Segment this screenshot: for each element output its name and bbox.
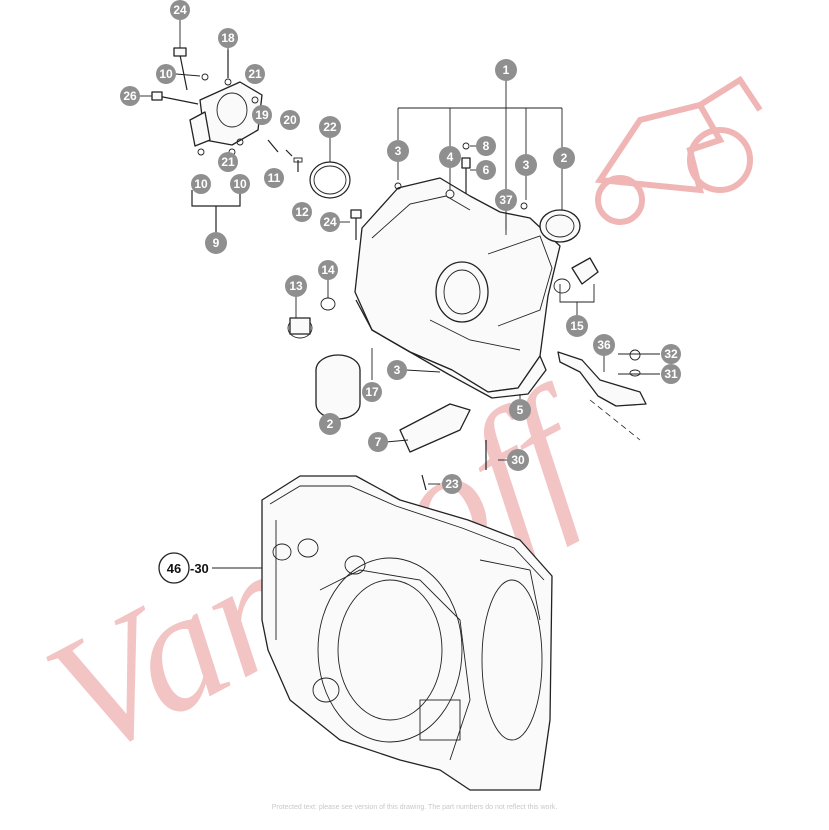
callout-21-bottom: 21 xyxy=(218,152,238,172)
callout-24-mid: 24 xyxy=(320,212,340,232)
svg-text:31: 31 xyxy=(664,367,678,381)
callout-18: 18 xyxy=(218,28,238,48)
callout-10-top: 10 xyxy=(156,64,176,84)
callout-3-lower: 3 xyxy=(387,360,407,380)
callout-2-bottom: 2 xyxy=(319,413,341,435)
assembly-ref-suffix: -30 xyxy=(190,561,209,576)
callout-30: 30 xyxy=(507,449,529,471)
callout-26: 26 xyxy=(120,86,140,106)
bracket-36 xyxy=(557,349,647,441)
svg-text:2: 2 xyxy=(327,417,334,431)
footer-notice: Protected text: please see version of th… xyxy=(271,804,558,811)
svg-text:3: 3 xyxy=(523,158,530,172)
svg-text:12: 12 xyxy=(295,205,309,219)
svg-text:3: 3 xyxy=(395,144,402,158)
upper-housing xyxy=(287,142,599,491)
svg-text:19: 19 xyxy=(255,108,269,122)
callout-10-right: 10 xyxy=(230,174,250,194)
leader-lines xyxy=(140,20,660,569)
svg-text:1: 1 xyxy=(503,63,510,77)
svg-text:15: 15 xyxy=(570,319,584,333)
callout-12: 12 xyxy=(292,202,312,222)
callout-3-right: 3 xyxy=(515,154,537,176)
svg-text:37: 37 xyxy=(499,193,513,207)
callout-7: 7 xyxy=(368,432,388,452)
svg-text:13: 13 xyxy=(289,279,303,293)
callout-31: 31 xyxy=(661,364,681,384)
callout-bubbles: 1 2 2 3 3 3 4 5 6 7 8 9 10 10 10 10 11 1… xyxy=(120,0,681,494)
callout-37: 37 xyxy=(495,189,517,211)
svg-text:14: 14 xyxy=(321,263,335,277)
svg-text:21: 21 xyxy=(221,155,235,169)
callout-15: 15 xyxy=(566,315,588,337)
transmission-case xyxy=(261,475,553,791)
callout-17: 17 xyxy=(362,382,382,402)
svg-text:26: 26 xyxy=(123,89,137,103)
callout-10-left: 10 xyxy=(191,174,211,194)
svg-text:24: 24 xyxy=(323,215,337,229)
svg-text:23: 23 xyxy=(445,477,459,491)
assembly-reference: 46 -30 xyxy=(158,552,209,584)
svg-text:18: 18 xyxy=(221,31,235,45)
callout-9: 9 xyxy=(205,232,227,254)
callout-8: 8 xyxy=(476,136,496,156)
svg-text:3: 3 xyxy=(394,363,401,377)
svg-text:30: 30 xyxy=(511,453,525,467)
svg-text:8: 8 xyxy=(483,139,490,153)
callout-13: 13 xyxy=(285,275,307,297)
svg-text:7: 7 xyxy=(375,435,382,449)
svg-text:21: 21 xyxy=(248,67,262,81)
callout-2-top: 2 xyxy=(553,147,575,169)
assembly-ref-number: 46 xyxy=(167,561,181,576)
svg-text:10: 10 xyxy=(159,67,173,81)
tractor-logo-icon xyxy=(594,75,763,225)
callout-32: 32 xyxy=(661,344,681,364)
callout-3-left: 3 xyxy=(387,140,409,162)
svg-text:9: 9 xyxy=(213,236,220,250)
svg-text:32: 32 xyxy=(664,347,678,361)
callout-1: 1 xyxy=(495,59,517,81)
svg-text:22: 22 xyxy=(323,120,337,134)
svg-text:6: 6 xyxy=(483,163,490,177)
callout-36: 36 xyxy=(593,334,615,356)
bracket-assembly xyxy=(151,47,303,232)
svg-text:24: 24 xyxy=(173,3,187,17)
svg-text:11: 11 xyxy=(268,171,281,185)
callout-22: 22 xyxy=(319,116,341,138)
svg-text:4: 4 xyxy=(447,150,454,164)
o-ring-22 xyxy=(309,161,351,199)
callout-4: 4 xyxy=(439,146,461,168)
callout-23: 23 xyxy=(442,474,462,494)
svg-text:10: 10 xyxy=(233,177,247,191)
callout-24-top: 24 xyxy=(170,0,190,20)
svg-text:36: 36 xyxy=(597,338,611,352)
svg-text:17: 17 xyxy=(365,385,379,399)
callout-14: 14 xyxy=(318,260,338,280)
callout-19: 19 xyxy=(252,105,272,125)
svg-text:2: 2 xyxy=(561,151,568,165)
callout-20: 20 xyxy=(280,110,300,130)
callout-21-top: 21 xyxy=(245,64,265,84)
callout-11: 11 xyxy=(264,168,284,188)
callout-6: 6 xyxy=(476,160,496,180)
svg-text:5: 5 xyxy=(517,403,524,417)
svg-text:10: 10 xyxy=(194,177,208,191)
svg-text:20: 20 xyxy=(283,113,297,127)
callout-5: 5 xyxy=(509,399,531,421)
